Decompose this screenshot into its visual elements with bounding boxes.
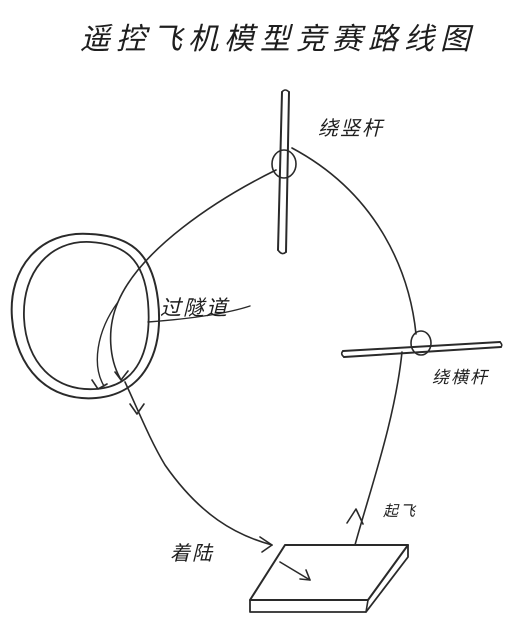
arrow-head <box>114 370 129 381</box>
horizontal-pole <box>340 330 503 358</box>
arrow-head <box>91 379 108 390</box>
landing-pad <box>249 544 409 613</box>
label-tunnel: 过隧道 <box>160 296 229 320</box>
flight-route <box>96 147 417 581</box>
label-landing: 着陆 <box>170 541 214 565</box>
vertical-pole <box>271 89 297 255</box>
arrow-head <box>129 403 145 415</box>
diagram-title: 遥控飞机模型竞赛路线图 <box>80 22 476 57</box>
arrow-head <box>299 569 311 581</box>
label-takeoff: 起飞 <box>383 502 418 520</box>
label-vertical-pole: 绕竖杆 <box>318 116 384 140</box>
arrow-head <box>259 536 273 553</box>
arrow-head <box>346 508 364 525</box>
route-arrows <box>91 370 364 581</box>
label-horizontal-pole: 绕横杆 <box>432 368 489 388</box>
tunnel-ring <box>10 232 251 400</box>
